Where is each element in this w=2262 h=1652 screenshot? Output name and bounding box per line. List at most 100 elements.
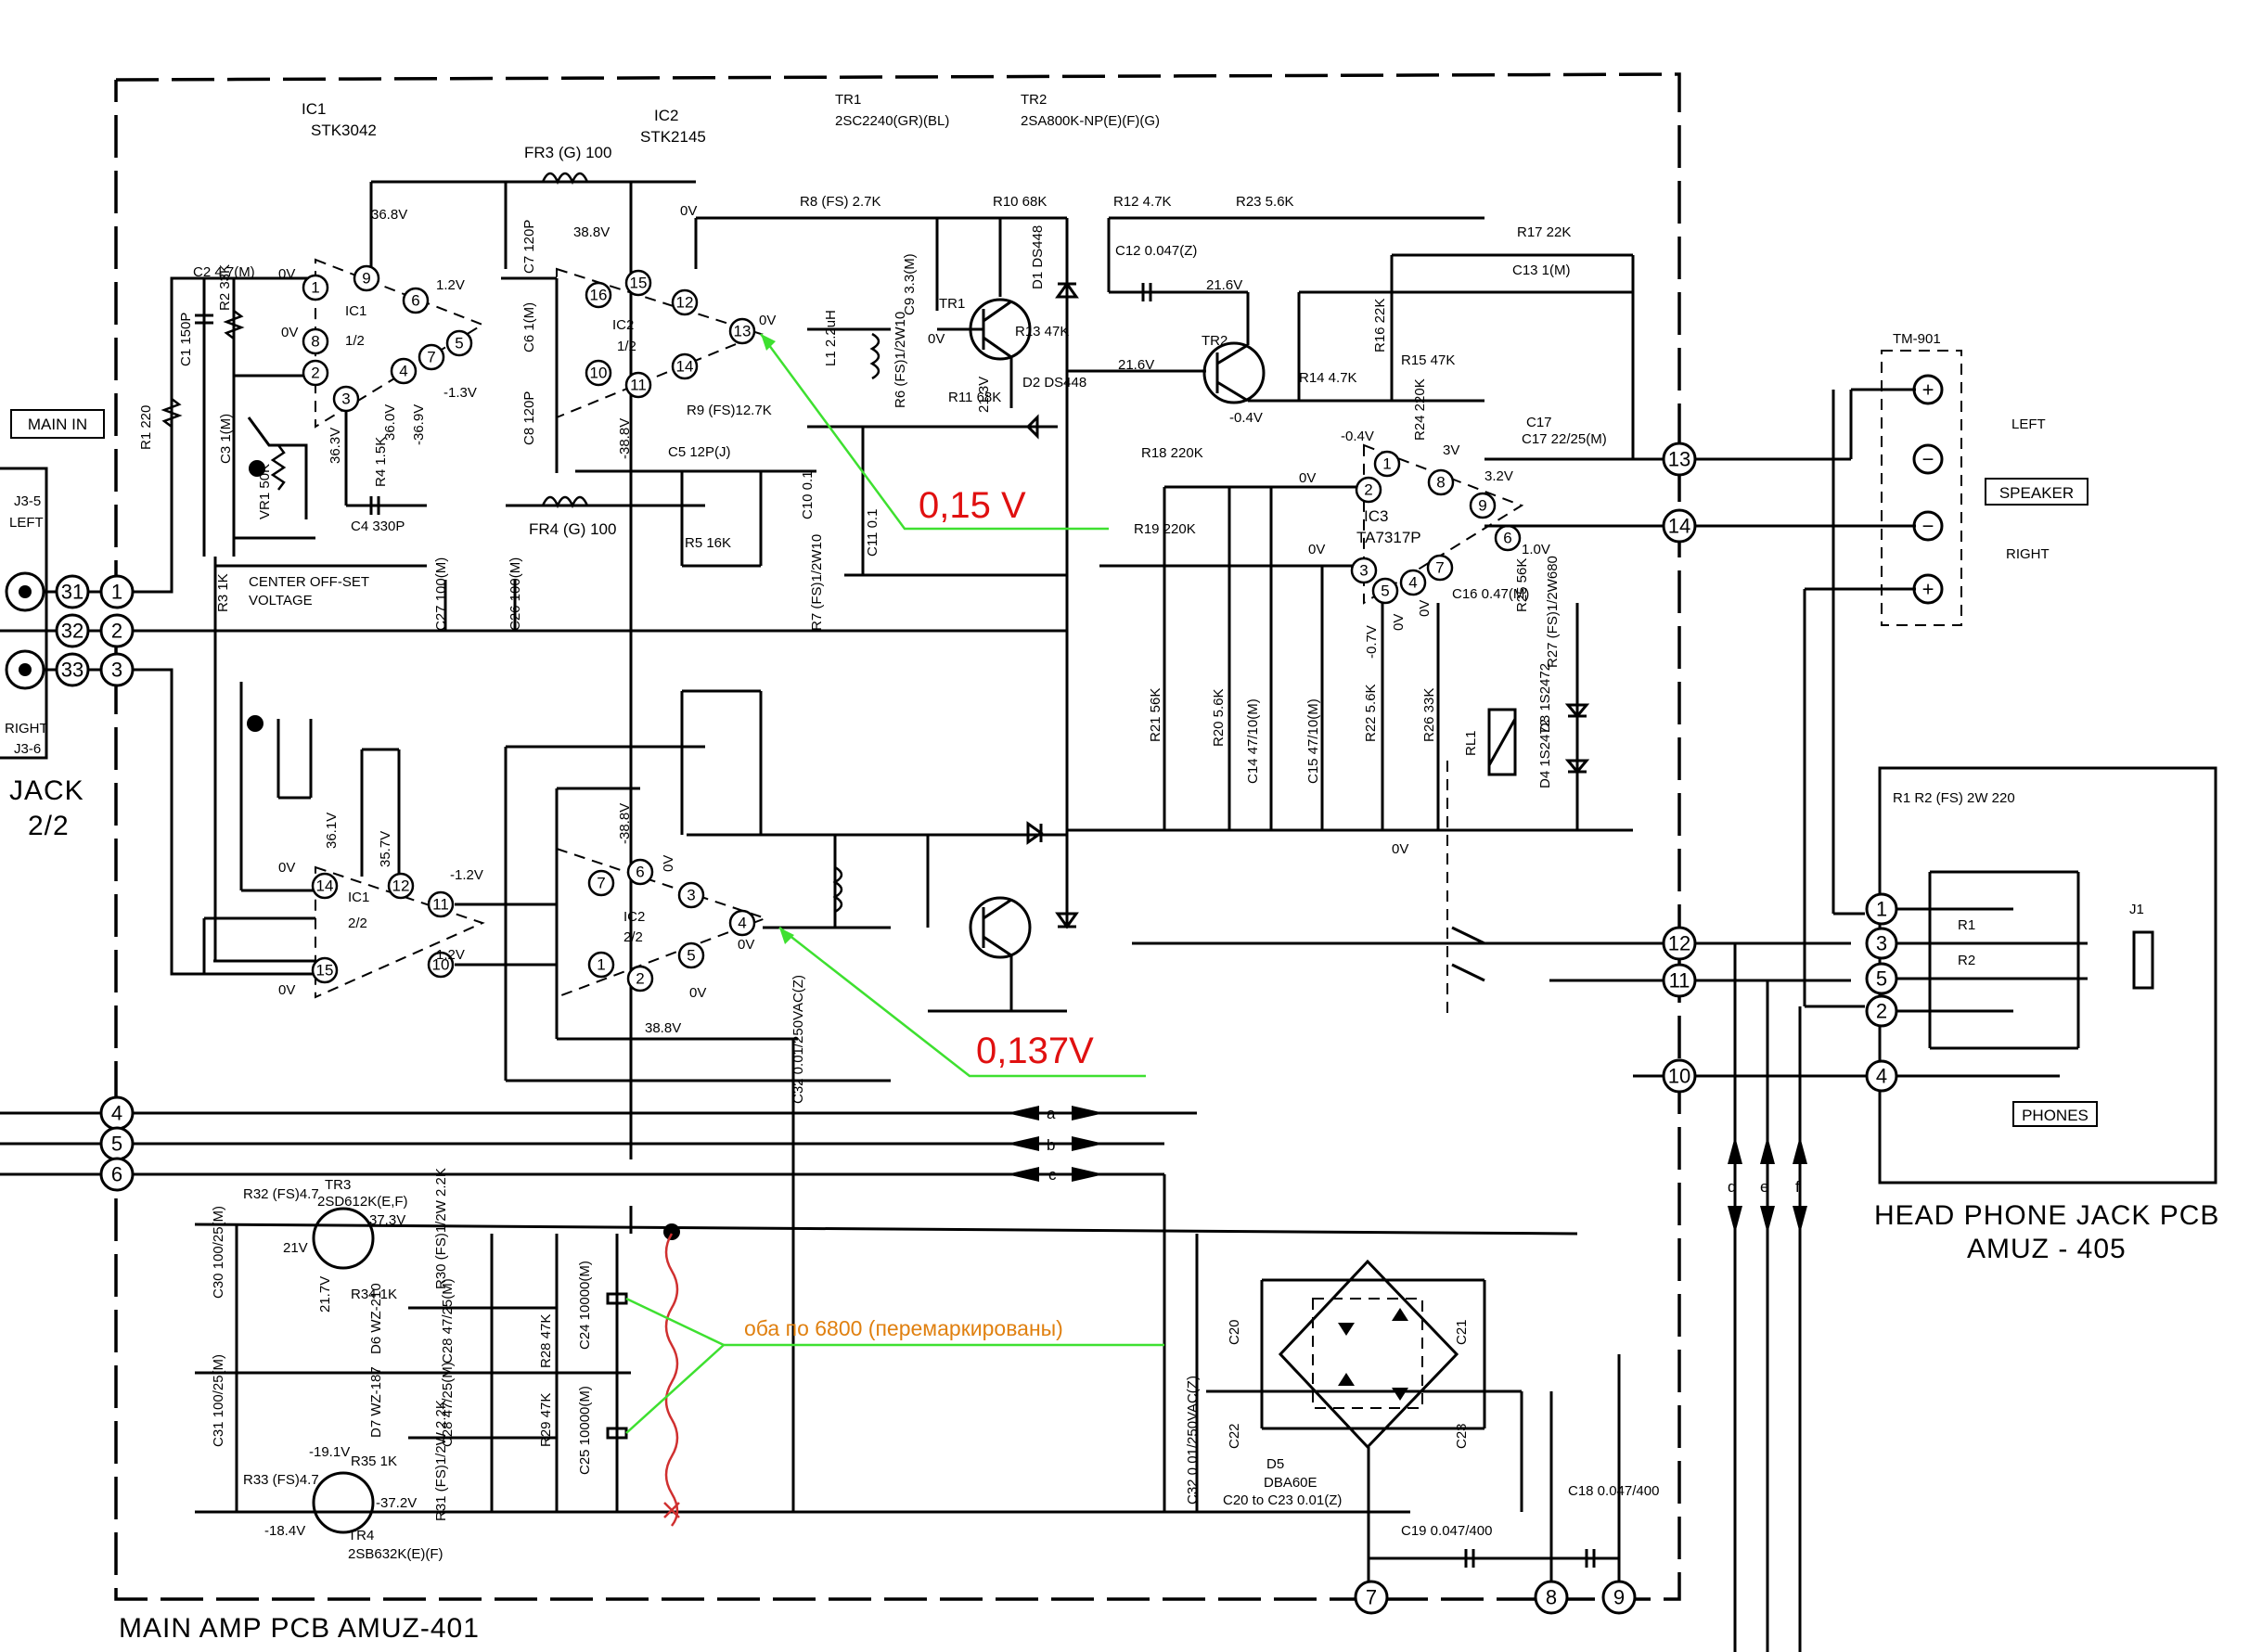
c32-bottom-label: C32 0.01/250VAC(Z): [1185, 1376, 1201, 1505]
l1-label: L1 2.2uH: [823, 310, 839, 366]
svg-text:15: 15: [630, 275, 648, 292]
r20-label: R20 5.6K: [1211, 688, 1227, 747]
center-offset-label: CENTER OFF-SET: [249, 574, 369, 590]
r26-label: R26 33K: [1421, 688, 1437, 742]
svg-text:IC2: IC2: [623, 909, 645, 925]
c21-label: C21: [1454, 1319, 1470, 1345]
input-stage-top: R1 220 C1 150P C2 4.7(M) R2 33K C3 1(M) …: [133, 264, 427, 961]
conn-3: 3: [111, 659, 122, 682]
conn-1: 1: [111, 581, 122, 604]
svg-text:4: 4: [399, 363, 407, 380]
svg-text:7: 7: [427, 349, 435, 366]
svg-text:10: 10: [590, 365, 608, 382]
svg-text:36.0V: 36.0V: [382, 404, 398, 441]
conn-31: 31: [61, 581, 84, 604]
svg-text:0V: 0V: [1417, 600, 1433, 617]
c25-label: C25 10000(M): [577, 1386, 593, 1475]
svg-text:7: 7: [597, 875, 605, 892]
svg-text:−: −: [1922, 515, 1934, 538]
conn-5: 5: [111, 1133, 122, 1156]
main-in-jack: MAIN IN J3-5 LEFT RIGHT J3-6 JACK 2/2: [0, 409, 105, 841]
c13-label: C13 1(M): [1512, 263, 1571, 278]
r17-label: R17 22K: [1517, 224, 1571, 240]
svg-text:2: 2: [636, 970, 644, 988]
r15-label: R15 47K: [1401, 352, 1455, 368]
svg-text:-1.2V: -1.2V: [450, 867, 483, 883]
svg-text:+: +: [1922, 578, 1934, 601]
svg-text:a: a: [1047, 1105, 1056, 1122]
conn-4: 4: [111, 1102, 122, 1125]
r11-label: R11 68K: [948, 390, 1001, 405]
svg-text:-36.9V: -36.9V: [411, 404, 427, 445]
speaker-label: SPEAKER: [1999, 484, 2074, 502]
svg-text:TR2: TR2: [1202, 333, 1227, 349]
r28-label: R28 47K: [538, 1314, 554, 1368]
svg-text:0V: 0V: [1391, 614, 1407, 631]
headphone-pcb-outline: [1878, 766, 2217, 1185]
svg-text:2/2: 2/2: [28, 811, 70, 841]
svg-text:b: b: [1047, 1136, 1055, 1154]
svg-text:5: 5: [455, 335, 463, 352]
r22-label: R22 5.6K: [1363, 684, 1379, 742]
svg-text:IC1: IC1: [348, 890, 369, 905]
svg-text:1.2V: 1.2V: [436, 947, 465, 963]
svg-text:IC2: IC2: [612, 317, 634, 333]
conn-11: 11: [1669, 969, 1690, 992]
svg-text:0V: 0V: [1392, 841, 1408, 857]
svg-text:3: 3: [1876, 932, 1887, 955]
r7-label: R7 (FS)1/2W10: [809, 534, 825, 631]
svg-text:21.7V: 21.7V: [317, 1276, 333, 1313]
c19-label: C19 0.047/400: [1401, 1523, 1492, 1539]
svg-text:0V: 0V: [680, 203, 697, 219]
conn-9: 9: [1613, 1586, 1625, 1609]
signal-arrows-abc: a b c: [133, 1105, 1197, 1184]
c27-label: C27 100(M): [433, 557, 449, 631]
r6-label: R6 (FS)1/2W10: [893, 312, 908, 408]
c8-label: C8 120P: [521, 391, 537, 445]
main-in-label: MAIN IN: [28, 416, 87, 433]
d6-label: D6 WZ-210: [368, 1283, 384, 1354]
ic2-b-triangle: IC2 2/2 7 1 6 2 3 5 4 -38.8V 0V 0V 0V 38…: [504, 689, 1079, 1104]
c9-label: C9 3.3(M): [902, 253, 918, 315]
svg-text:0V: 0V: [1299, 470, 1316, 486]
svg-text:4: 4: [1408, 574, 1417, 592]
main-amp-pcb-label: MAIN AMP PCB AMUZ-401: [119, 1613, 480, 1644]
svg-text:-37.2V: -37.2V: [376, 1495, 417, 1511]
svg-text:0V: 0V: [738, 937, 754, 953]
svg-text:0V: 0V: [661, 855, 676, 872]
svg-text:R1: R1: [1958, 917, 1975, 933]
c12-label: C12 0.047(Z): [1115, 243, 1197, 259]
c20-23-label: C20 to C23 0.01(Z): [1223, 1492, 1342, 1508]
svg-text:0V: 0V: [278, 982, 295, 998]
svg-text:1: 1: [311, 279, 319, 297]
ic1-ref: IC1: [302, 100, 326, 118]
svg-text:3.2V: 3.2V: [1484, 468, 1513, 484]
tr3-part: 2SD612K(E,F): [317, 1194, 408, 1210]
r12-label: R12 4.7K: [1113, 194, 1172, 210]
svg-text:10: 10: [432, 956, 450, 974]
svg-text:5: 5: [1381, 583, 1389, 600]
tm901-label: TM-901: [1893, 331, 1941, 347]
conn-8: 8: [1546, 1586, 1557, 1609]
ic3-part: TA7317P: [1356, 529, 1421, 546]
svg-text:-18.4V: -18.4V: [264, 1523, 305, 1539]
c24-label: C24 10000(M): [577, 1261, 593, 1350]
svg-text:36.1V: 36.1V: [324, 813, 340, 849]
svg-text:1.2V: 1.2V: [436, 277, 465, 293]
tr3-ref: TR3: [325, 1177, 351, 1193]
left-connectors: 31 32 33 1 2 3 4 5 6: [0, 574, 1067, 1192]
d5-ref: D5: [1266, 1456, 1284, 1472]
svg-text:+: +: [1922, 378, 1934, 402]
svg-text:−: −: [1922, 448, 1934, 471]
svg-text:13: 13: [734, 323, 752, 340]
r5-label: R5 16K: [685, 535, 731, 551]
signal-arrows-def: d e f: [1728, 943, 1807, 1652]
svg-text:21.6V: 21.6V: [1118, 357, 1154, 373]
r32-label: R32 (FS)4.7: [243, 1186, 319, 1202]
svg-text:0V: 0V: [1308, 542, 1325, 557]
r24-label: R24 220K: [1412, 378, 1428, 441]
svg-text:0V: 0V: [928, 331, 945, 347]
ic1-part: STK3042: [311, 122, 377, 139]
phones-label: PHONES: [2022, 1107, 2088, 1124]
c5-label: C5 12P(J): [668, 444, 731, 460]
